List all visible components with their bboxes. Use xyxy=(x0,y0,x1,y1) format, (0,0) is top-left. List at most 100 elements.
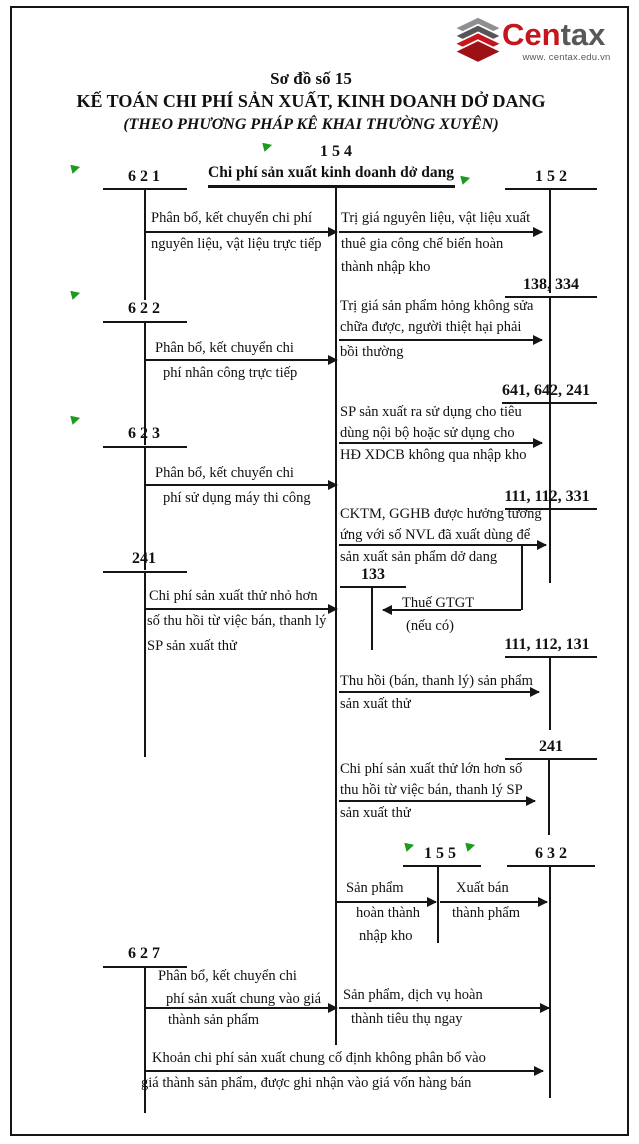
account-632-number: 6 3 2 xyxy=(535,845,567,862)
flow-text-line: Trị giá sản phẩm hỏng không sửa xyxy=(340,298,534,314)
account-138-334-stem xyxy=(549,298,551,423)
page-subtitle: (THEO PHƯƠNG PHÁP KÊ KHAI THƯỜNG XUYÊN) xyxy=(123,116,499,133)
account-154-topline xyxy=(208,185,455,188)
account-155-stem xyxy=(437,867,439,943)
account-241-left-topline xyxy=(103,571,187,573)
account-154-name: Chi phí sản xuất kinh doanh dở dang xyxy=(208,164,454,181)
account-641-642-241-number: 641, 642, 241 xyxy=(502,382,590,399)
scheme-number: Sơ đồ số 15 xyxy=(270,69,352,88)
account-627-number: 6 2 7 xyxy=(128,945,160,962)
account-627-topline xyxy=(103,966,187,968)
arrow-154-to-632 xyxy=(339,1003,550,1013)
flow-text-line: Sản phẩm, dịch vụ hoàn xyxy=(343,987,483,1003)
flow-text-line: HĐ XDCB không qua nhập kho xyxy=(340,447,527,463)
flow-text-line: sản xuất thử xyxy=(340,696,411,712)
account-623-stem xyxy=(144,448,146,570)
account-632-stem xyxy=(549,867,551,1098)
arrow-154-to-241 xyxy=(339,796,536,806)
account-111-112-131-topline xyxy=(505,656,597,658)
arrow-154-to-641-642-241 xyxy=(339,438,543,448)
flow-text-line: ứng với số NVL đã xuất dùng để xyxy=(340,527,531,543)
flow-text-line: phí nhân công trực tiếp xyxy=(163,365,298,381)
account-632-topline xyxy=(507,865,595,867)
account-241-right-stem xyxy=(548,760,550,835)
flow-text-line: phí sử dụng máy thi công xyxy=(163,490,311,506)
centax-diamond-icon xyxy=(452,16,504,64)
flow-text-line: số thu hồi từ việc bán, thanh lý xyxy=(147,613,327,629)
flow-text-line: (nếu có) xyxy=(406,618,454,634)
flow-text-line: nguyên liệu, vật liệu trực tiếp xyxy=(151,236,322,252)
brand-primary: Cen xyxy=(502,17,561,52)
flow-text-line: chữa được, người thiệt hại phải xyxy=(340,319,522,335)
brand-wordmark: Centax xyxy=(502,18,605,52)
account-627-stem xyxy=(144,968,146,1113)
account-622-stem xyxy=(144,323,146,445)
account-154-number: 1 5 4 xyxy=(320,143,352,160)
flow-text-line: Chi phí sản xuất thử lớn hơn số xyxy=(340,761,523,777)
account-622-number: 6 2 2 xyxy=(128,300,160,317)
account-155-number: 1 5 5 xyxy=(424,845,456,862)
flow-text-line: Phân bổ, kết chuyển chi xyxy=(158,968,297,984)
account-623-topline xyxy=(103,446,187,448)
account-621-number: 6 2 1 xyxy=(128,168,160,185)
account-152-topline xyxy=(505,188,597,190)
account-621-stem xyxy=(144,190,146,300)
arrow-622-to-154 xyxy=(146,355,338,365)
account-152-stem xyxy=(549,190,551,293)
page-title: KẾ TOÁN CHI PHÍ SẢN XUẤT, KINH DOANH DỞ … xyxy=(76,91,546,111)
account-133-topline xyxy=(340,586,406,588)
arrow-154-to-138-334 xyxy=(339,335,543,345)
arrow-154-to-155 xyxy=(337,897,437,907)
flow-text-line: Chi phí sản xuất thử nhỏ hơn xyxy=(149,588,318,604)
account-111-112-331-stem xyxy=(549,510,551,583)
flow-text-line: thành sản phẩm xyxy=(168,1012,260,1028)
account-111-112-331-number: 111, 112, 331 xyxy=(504,488,590,505)
page-border xyxy=(10,6,629,1136)
flow-text-line: thành phẩm xyxy=(452,905,521,921)
flow-text-line: hoàn thành xyxy=(356,905,421,921)
flow-text-line: sản xuất sản phẩm dở dang xyxy=(340,549,498,565)
flow-text-line: Khoản chi phí sản xuất chung cố định khô… xyxy=(152,1050,486,1066)
flow-text-line: Sản phẩm xyxy=(346,880,404,896)
flow-text-line: giá thành sản phẩm, được ghi nhận vào gi… xyxy=(141,1075,472,1091)
account-622-topline xyxy=(103,321,187,323)
account-641-642-241-topline xyxy=(502,402,597,404)
arrow-627-to-154 xyxy=(146,1003,338,1013)
flow-text-line: Thuế GTGT xyxy=(402,595,475,611)
flow-text-line: Phân bổ, kết chuyển chi xyxy=(155,465,294,481)
flow-text-line: CKTM, GGHB được hưởng tương xyxy=(340,506,542,522)
flow-text-line: Phân bổ, kết chuyển chi phí xyxy=(151,210,313,226)
account-111-112-131-number: 111, 112, 131 xyxy=(504,636,590,653)
flow-text-line: thu hồi từ việc bán, thanh lý SP xyxy=(340,782,523,798)
flow-text-line: Trị giá nguyên liệu, vật liệu xuất xyxy=(341,210,531,226)
account-155-topline xyxy=(403,865,481,867)
account-111-112-131-stem xyxy=(549,658,551,730)
flow-text-line: Thu hồi (bán, thanh lý) sản phẩm xyxy=(340,673,533,689)
account-152-number: 1 5 2 xyxy=(535,168,567,185)
account-641-642-241-stem xyxy=(549,404,551,528)
flow-text-line: bồi thường xyxy=(340,344,404,360)
account-138-334-number: 138, 334 xyxy=(523,276,579,293)
brand-website: www. centax.edu.vn xyxy=(522,52,611,63)
arrow-154-to-152 xyxy=(339,227,543,237)
arrow-241-to-154 xyxy=(146,604,338,614)
brand-secondary: tax xyxy=(560,17,606,52)
flow-text-line: thuê gia công chế biến hoàn xyxy=(341,236,504,252)
arrow-154-to-111-112-331 xyxy=(339,540,547,550)
arrow-623-to-154 xyxy=(146,480,338,490)
flow-text-line: sản xuất thử xyxy=(340,805,411,821)
account-621-topline xyxy=(103,188,187,190)
arrow-621-to-154 xyxy=(146,227,338,237)
flow-text-line: SP sản xuất thử xyxy=(147,638,237,654)
vat-branch-stem xyxy=(521,544,523,610)
account-138-334-topline xyxy=(505,296,597,298)
flow-text-line: Phân bổ, kết chuyển chi xyxy=(155,340,294,356)
arrow-155-to-632 xyxy=(440,897,548,907)
flow-text-line: SP sản xuất ra sử dụng cho tiêu xyxy=(340,404,522,420)
account-154-stem xyxy=(335,187,337,1045)
account-623-number: 6 2 3 xyxy=(128,425,160,442)
flow-text-line: dùng nội bộ hoặc sử dụng cho xyxy=(340,425,515,441)
account-241-right-topline xyxy=(505,758,597,760)
flow-text-line: phí sản xuất chung vào giá xyxy=(166,991,322,1007)
